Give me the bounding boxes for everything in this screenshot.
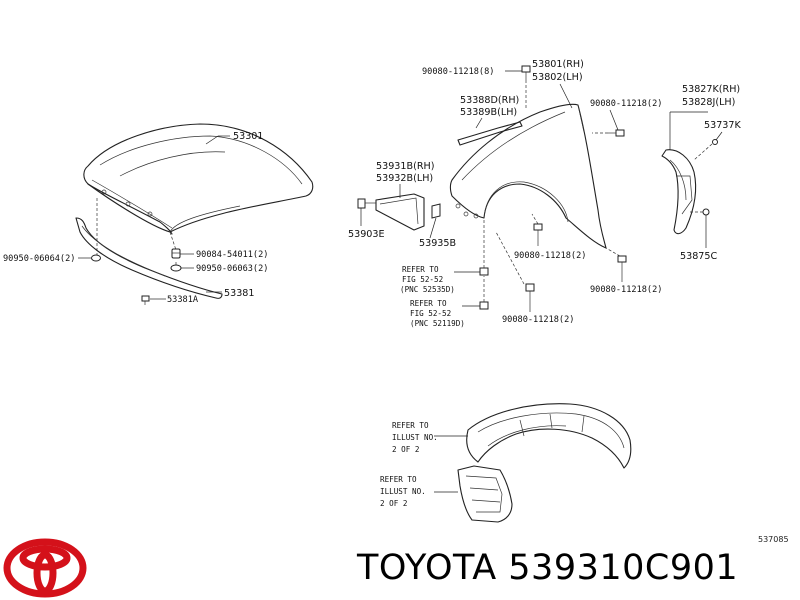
toyota-logo xyxy=(3,538,87,598)
bolt-right xyxy=(617,255,627,282)
label-clip-seal: 53903E xyxy=(348,229,385,240)
label-molding-rh: 53388D(RH) xyxy=(460,95,519,106)
label-plug-left: 90950-06064(2) xyxy=(3,254,75,264)
ref-b-line-2: FIG 52-52 xyxy=(410,309,451,318)
label-liner-lh: 53828J(LH) xyxy=(682,97,735,108)
label-plug-right: 90950-06063(2) xyxy=(196,264,268,274)
brand-part-title: TOYOTA 539310C901 xyxy=(357,548,738,588)
plug-left xyxy=(91,254,101,262)
label-bolt-right: 90080-11218(2) xyxy=(590,285,662,295)
plug-right xyxy=(170,264,182,272)
label-bolt-top: 90080-11218(8) xyxy=(422,67,494,77)
clip-seal xyxy=(357,198,376,209)
label-molding-lh: 53389B(LH) xyxy=(460,107,517,118)
hood-drawing xyxy=(83,123,314,235)
fender-molding xyxy=(457,121,523,146)
ref-b-line-1: REFER TO xyxy=(410,299,447,308)
ref-b-fastener xyxy=(479,301,489,310)
illust-a-line-1: REFER TO xyxy=(392,421,429,430)
label-seal-rh: 53931B(RH) xyxy=(376,161,434,172)
label-fender-rh: 53801(RH) xyxy=(532,59,584,70)
bolt-fender-top xyxy=(608,129,625,137)
brand-name: TOYOTA xyxy=(357,548,497,588)
label-retainer: 53935B xyxy=(419,238,456,249)
label-bolt-lower: 90080-11218(2) xyxy=(502,315,574,325)
label-seal-lh: 53932B(LH) xyxy=(376,173,433,184)
label-cushion: 90084-54011(2) xyxy=(196,250,268,260)
illust-a-line-2: ILLUST NO. xyxy=(392,433,438,442)
ref-a-line-1: REFER TO xyxy=(402,265,439,274)
ref-a-line-2: FIG 52-52 xyxy=(402,275,443,284)
label-bolt-mid: 90080-11218(2) xyxy=(514,251,586,261)
label-hood-seal-clip: 53381A xyxy=(167,295,199,305)
bolt-lower xyxy=(525,283,535,312)
label-liner-clip-bottom: 53875C xyxy=(680,251,718,262)
bolt-top xyxy=(521,65,531,80)
label-hood: 53301 xyxy=(233,131,264,142)
label-liner-clip-top: 53737K xyxy=(704,120,742,131)
ref-b-line-3: (PNC 52119D) xyxy=(410,319,465,328)
label-fender-lh: 53802(LH) xyxy=(532,72,583,83)
lower-liner-drawing xyxy=(457,465,513,523)
ref-a-fastener xyxy=(479,267,489,276)
liner-clip-top xyxy=(712,139,718,145)
illust-b-line-1: REFER TO xyxy=(380,475,417,484)
diagram-code: 537085 xyxy=(758,535,789,544)
illust-b-line-2: ILLUST NO. xyxy=(380,487,426,496)
fender-liner-drawing xyxy=(661,149,697,235)
label-bolt-fender-top: 90080-11218(2) xyxy=(590,99,662,109)
upper-wheel-liner-drawing xyxy=(466,403,632,469)
label-hood-seal: 53381 xyxy=(224,288,255,299)
fender-drawing xyxy=(449,103,607,249)
cushion xyxy=(171,248,181,259)
bolt-mid xyxy=(533,223,543,246)
part-number: 539310C901 xyxy=(508,548,739,588)
fender-seal-drawing xyxy=(375,193,425,231)
illust-b-line-3: 2 OF 2 xyxy=(380,499,407,508)
hood-seal-drawing xyxy=(75,217,223,299)
liner-clip-bottom xyxy=(702,208,710,216)
ref-a-line-3: (PNC 52535D) xyxy=(400,285,455,294)
illust-a-line-3: 2 OF 2 xyxy=(392,445,419,454)
hood-seal-clip xyxy=(141,295,150,305)
retainer xyxy=(431,203,441,219)
label-liner-rh: 53827K(RH) xyxy=(682,84,740,95)
